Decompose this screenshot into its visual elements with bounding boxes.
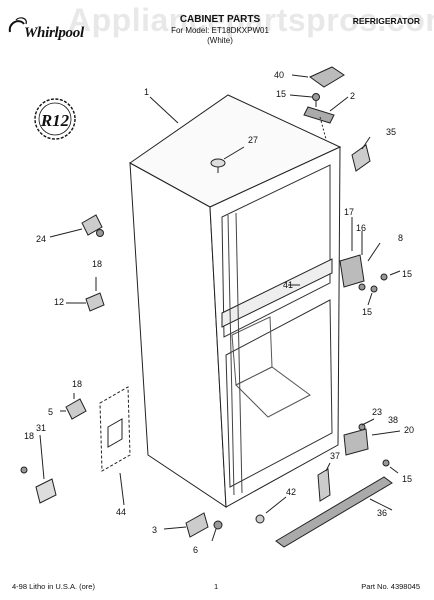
callout-42: 42	[286, 487, 296, 497]
callout-38: 38	[388, 415, 398, 425]
cabinet-front	[209, 146, 341, 508]
model-subtitle: For Model: ET18DKXPW01	[171, 26, 269, 35]
callout-2: 2	[350, 91, 355, 101]
part-3-roller	[163, 512, 223, 542]
callout-18-b: 18	[72, 379, 82, 389]
footer: 4-98 Litho in U.S.A. (ore) 1 Part No. 43…	[0, 578, 434, 598]
mullion	[221, 258, 333, 328]
callout-24: 24	[36, 234, 46, 244]
callout-18-a: 18	[92, 259, 102, 269]
part-42-screw	[255, 514, 265, 524]
callout-31: 31	[36, 423, 46, 433]
badge-label: R12	[40, 111, 70, 130]
part-15-screw-top	[312, 93, 320, 101]
part-20-bottom-hinge	[343, 418, 401, 474]
brand-name: Whirlpool	[24, 25, 84, 41]
page-title: CABINET PARTS For Model: ET18DKXPW01 (Wh…	[150, 14, 290, 46]
part-44-panel	[99, 386, 131, 472]
part-35-cover	[351, 144, 371, 172]
part-5-control	[60, 393, 87, 420]
part-36-base-grille	[275, 476, 393, 548]
callout-23: 23	[372, 407, 382, 417]
callout-37: 37	[330, 451, 340, 461]
callout-36: 36	[377, 508, 387, 518]
footer-page-number: 1	[214, 582, 219, 591]
callout-6: 6	[193, 545, 198, 555]
part-27-plug	[210, 158, 226, 168]
footer-part-number: Part No. 4398045	[361, 582, 420, 591]
header: Appliancepartspros.com Whirlpool CABINET…	[0, 0, 434, 60]
callout-1: 1	[144, 87, 149, 97]
part-37-clip	[317, 468, 331, 502]
part-24-bracket	[49, 214, 104, 238]
whirlpool-logo: Whirlpool	[6, 16, 84, 46]
callout-17: 17	[344, 207, 354, 217]
part-15-screw-mid-a	[380, 273, 388, 281]
whirlpool-swirl-icon	[8, 17, 27, 33]
callout-15-c: 15	[362, 307, 372, 317]
callout-8: 8	[398, 233, 403, 243]
callout-3: 3	[152, 525, 157, 535]
callout-labels: 1 2 3 5 6 8 12 15 15 15 15 16 17 18 18 1…	[24, 70, 414, 555]
callout-15-d: 15	[402, 474, 412, 484]
part-12-thermostat	[66, 277, 105, 312]
exploded-diagram: R12	[20, 66, 414, 555]
diagram-title: CABINET PARTS	[179, 14, 261, 25]
callout-41: 41	[283, 280, 293, 290]
callout-44: 44	[116, 507, 126, 517]
callout-35: 35	[386, 127, 396, 137]
part-15-screw-mid-b	[370, 285, 378, 293]
callout-18-c: 18	[24, 431, 34, 441]
part-16-middle-hinge	[339, 217, 381, 291]
callout-40: 40	[274, 70, 284, 80]
callout-5: 5	[48, 407, 53, 417]
appliance-type: REFRIGERATOR	[352, 16, 420, 26]
color-line: (White)	[207, 36, 233, 45]
callout-15-b: 15	[402, 269, 412, 279]
part-40-hinge-cover	[309, 66, 345, 88]
callout-15-a: 15	[276, 89, 286, 99]
callout-20: 20	[404, 425, 414, 435]
callout-12: 12	[54, 297, 64, 307]
r12-badge: R12	[34, 98, 76, 140]
part-31-cover	[20, 434, 57, 504]
watermark: Appliancepartspros.com	[68, 2, 434, 38]
callout-16: 16	[356, 223, 366, 233]
part-2-top-hinge	[303, 106, 335, 124]
callout-27: 27	[248, 135, 258, 145]
footer-litho: 4-98 Litho in U.S.A. (ore)	[12, 582, 95, 591]
